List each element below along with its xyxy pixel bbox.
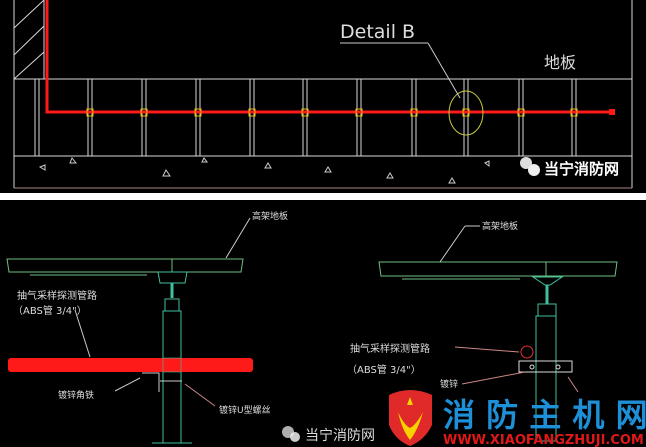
pipe-label-right: 抽气采样探测管路 — [350, 342, 430, 355]
raised-floor-label-left: 高架地板 — [252, 210, 288, 222]
pipe-clip — [410, 108, 418, 117]
pipe-clip — [140, 108, 148, 117]
detail-b-label: Detail B — [340, 21, 415, 43]
floor-label: 地板 — [544, 53, 576, 72]
pipe-clip — [570, 108, 578, 117]
section-right — [378, 261, 618, 442]
bottom-panel: 高架地板 抽气采样探测管路 （ABS管 3/4"） 镀锌角铁 镀锌U型螺丝 镀锌… — [0, 200, 646, 447]
pipe-spec-left: （ABS管 3/4"） — [13, 304, 87, 317]
site-logo: 消 防 主 机 网 WWW.XIAOFANGZHUJI.COM — [389, 390, 646, 447]
site-url: WWW.XIAOFANGZHUJI.COM — [443, 433, 644, 447]
pipe-clip — [462, 108, 470, 117]
pipe-clip — [86, 108, 94, 117]
sampling-pipe-plan — [45, 0, 612, 114]
pipe-label-left: 抽气采样探测管路 — [17, 289, 97, 302]
pipe-clip — [301, 108, 309, 117]
wechat-watermark-top: 当宁消防网 — [520, 157, 619, 178]
pipe-clip — [194, 108, 202, 117]
shield-icon — [389, 390, 432, 446]
sampling-pipe-section — [8, 358, 253, 372]
wechat-watermark-bottom-group: 当宁消防网 — [282, 426, 375, 444]
pipe-clip — [355, 108, 363, 117]
detail-b-circle — [448, 90, 484, 136]
angle-iron-label: 镀锌角铁 — [58, 389, 94, 401]
pipe-clip — [248, 108, 256, 117]
svg-text:当宁消防网: 当宁消防网 — [544, 160, 619, 178]
pipe-clip — [517, 108, 525, 117]
wechat-watermark-bottom: 当宁消防网 — [305, 427, 375, 444]
section-left — [6, 258, 244, 444]
bracket-label: 镀锌 — [440, 378, 458, 390]
u-bolt-label: 镀锌U型螺丝 — [219, 404, 271, 416]
top-panel: Detail B 地板 当宁消防网 — [0, 0, 646, 193]
pipe-spec-right: （ABS管 3/4"） — [347, 363, 421, 376]
brand-text: 消 防 主 机 网 — [443, 396, 646, 434]
raised-floor-label-right: 高架地板 — [482, 220, 518, 232]
